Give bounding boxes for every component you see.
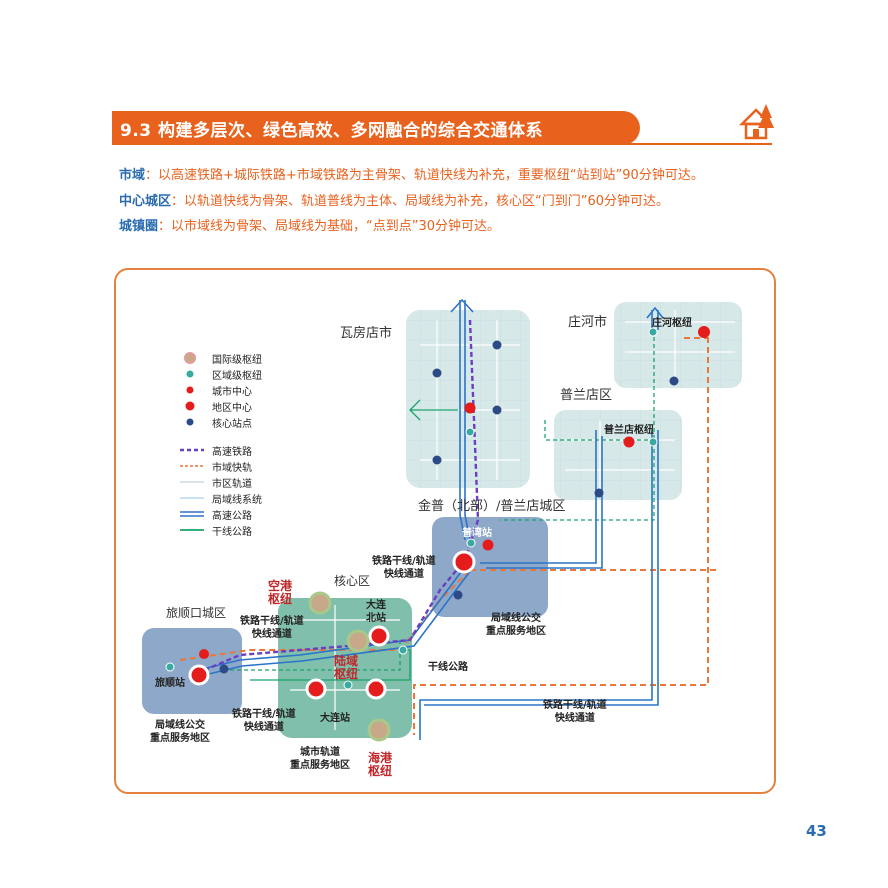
hub-label-land: 陆域 枢纽 xyxy=(334,654,359,681)
area-label-core: 核心区 xyxy=(334,574,371,588)
map-legend: 国际级枢纽 区域级枢纽 城市中心 地区中心 核心站点 高速铁路 市域快轨 市区轨… xyxy=(180,350,262,538)
intro-line-city: 市域：以高速铁路+城际铁路+市域铁路为主骨架、轨道快线为补充，重要枢纽“站到站”… xyxy=(119,164,704,183)
legend-item: 高速铁路 xyxy=(180,442,262,458)
intro-key: 城镇圈 xyxy=(119,219,159,234)
intro-text: 以高速铁路+城际铁路+市域铁路为主骨架、轨道快线为补充，重要枢纽“站到站”90分… xyxy=(158,168,704,183)
station-label-dalian-north: 大连 北站 xyxy=(366,600,386,624)
area-label-jinpu: 金普（北部）/普兰店城区 xyxy=(418,499,566,514)
legend-item: 市区轨道 xyxy=(180,474,262,490)
area-wafangdian-block xyxy=(406,310,530,488)
intro-sep: ： xyxy=(171,194,185,209)
legend-label: 高速公路 xyxy=(212,510,252,522)
intl-hub-icon xyxy=(184,352,196,364)
hsr-line-icon xyxy=(180,448,204,452)
intro-line-town: 城镇圈：以市域线为骨架、局域线为基础，“点到点”30分钟可达。 xyxy=(119,215,500,234)
station-nodes xyxy=(165,326,710,742)
intro-sep: ： xyxy=(158,219,172,234)
legend-item: 局域线系统 xyxy=(180,490,262,506)
arterial-road-line-icon xyxy=(180,529,204,531)
station-label-zhuanghe-hub: 庄河枢纽 xyxy=(652,318,692,329)
area-zhuanghe-block xyxy=(614,302,742,388)
annotation-rail-corridor: 铁路干线/轨道 快线通道 xyxy=(232,709,296,733)
hub-label-seaport: 海港 枢纽 xyxy=(368,751,393,778)
section-title: 9.3 构建多层次、绿色高效、多网融合的综合交通体系 xyxy=(120,120,544,141)
station-label-dalian: 大连站 xyxy=(320,713,350,724)
area-label-zhuanghe: 庄河市 xyxy=(568,315,608,330)
intro-sep: ： xyxy=(145,168,159,183)
local-line-icon xyxy=(180,497,204,499)
station-label-pulandian-hub: 普兰店枢纽 xyxy=(604,425,654,436)
annotation-rail-corridor: 铁路干线/轨道 快线通道 xyxy=(372,556,436,580)
house-tree-icon xyxy=(738,104,774,140)
legend-label: 核心站点 xyxy=(212,418,252,430)
intro-text: 以市域线为骨架、局域线为基础，“点到点”30分钟可达。 xyxy=(171,219,501,234)
section-title-bar: 9.3 构建多层次、绿色高效、多网融合的综合交通体系 xyxy=(112,111,640,145)
legend-label: 区域级枢纽 xyxy=(212,370,262,382)
hsr-lines xyxy=(199,319,480,674)
city-center-icon xyxy=(186,386,194,394)
annotation-arterial-road: 干线公路 xyxy=(428,662,468,673)
legend-item: 高速公路 xyxy=(180,506,262,522)
page-number: 43 xyxy=(806,822,827,840)
legend-item: 地区中心 xyxy=(180,398,262,414)
intro-line-central: 中心城区：以轨道快线为骨架、轨道普线为主体、局域线为补充，核心区“门到门”60分… xyxy=(119,190,669,209)
annotation-local-bus: 局域线公交 重点服务地区 xyxy=(150,720,210,744)
area-pulandian-block xyxy=(554,410,682,500)
legend-item: 国际级枢纽 xyxy=(180,350,262,366)
legend-item: 核心站点 xyxy=(180,414,262,430)
map-frame xyxy=(114,268,776,794)
district-center-icon xyxy=(185,401,195,411)
legend-label: 高速铁路 xyxy=(212,446,252,458)
legend-label: 地区中心 xyxy=(212,402,252,414)
core-station-icon xyxy=(186,418,194,426)
expressway-lines xyxy=(189,298,664,740)
title-underline xyxy=(112,143,772,145)
intro-key: 市域 xyxy=(119,168,146,183)
legend-item: 市域快轨 xyxy=(180,458,262,474)
intro-text: 以轨道快线为骨架、轨道普线为主体、局域线为补充，核心区“门到门”60分钟可达。 xyxy=(184,194,670,209)
area-label-lvshunkou: 旅顺口城区 xyxy=(166,606,227,620)
station-label-lvshun: 旅顺站 xyxy=(155,678,185,689)
intro-key: 中心城区 xyxy=(119,194,172,209)
legend-label: 城市中心 xyxy=(212,386,252,398)
area-label-wafangdian: 瓦房店市 xyxy=(340,326,393,341)
annotation-rail-corridor: 铁路干线/轨道 快线通道 xyxy=(240,616,304,640)
expressway-line-icon xyxy=(180,511,204,517)
station-label-puwan: 普湾站 xyxy=(462,528,492,539)
legend-label: 干线公路 xyxy=(212,526,252,538)
urban-rail-line-icon xyxy=(180,481,204,483)
legend-label: 局域线系统 xyxy=(212,494,262,506)
annotation-rail-corridor: 铁路干线/轨道 快线通道 xyxy=(543,700,607,724)
legend-label: 市域快轨 xyxy=(212,462,252,474)
annotation-local-bus: 局域线公交 重点服务地区 xyxy=(486,613,546,637)
annotation-urban-rail-service: 城市轨道 重点服务地区 xyxy=(290,747,350,771)
area-label-pulandian: 普兰店区 xyxy=(560,388,613,403)
hub-label-airport: 空港 枢纽 xyxy=(268,579,293,606)
legend-label: 国际级枢纽 xyxy=(212,354,262,366)
regional-rail-line-icon xyxy=(180,465,204,467)
legend-item: 干线公路 xyxy=(180,522,262,538)
legend-item: 区域级枢纽 xyxy=(180,366,262,382)
regional-hub-icon xyxy=(186,370,194,378)
legend-label: 市区轨道 xyxy=(212,478,252,490)
legend-item: 城市中心 xyxy=(180,382,262,398)
